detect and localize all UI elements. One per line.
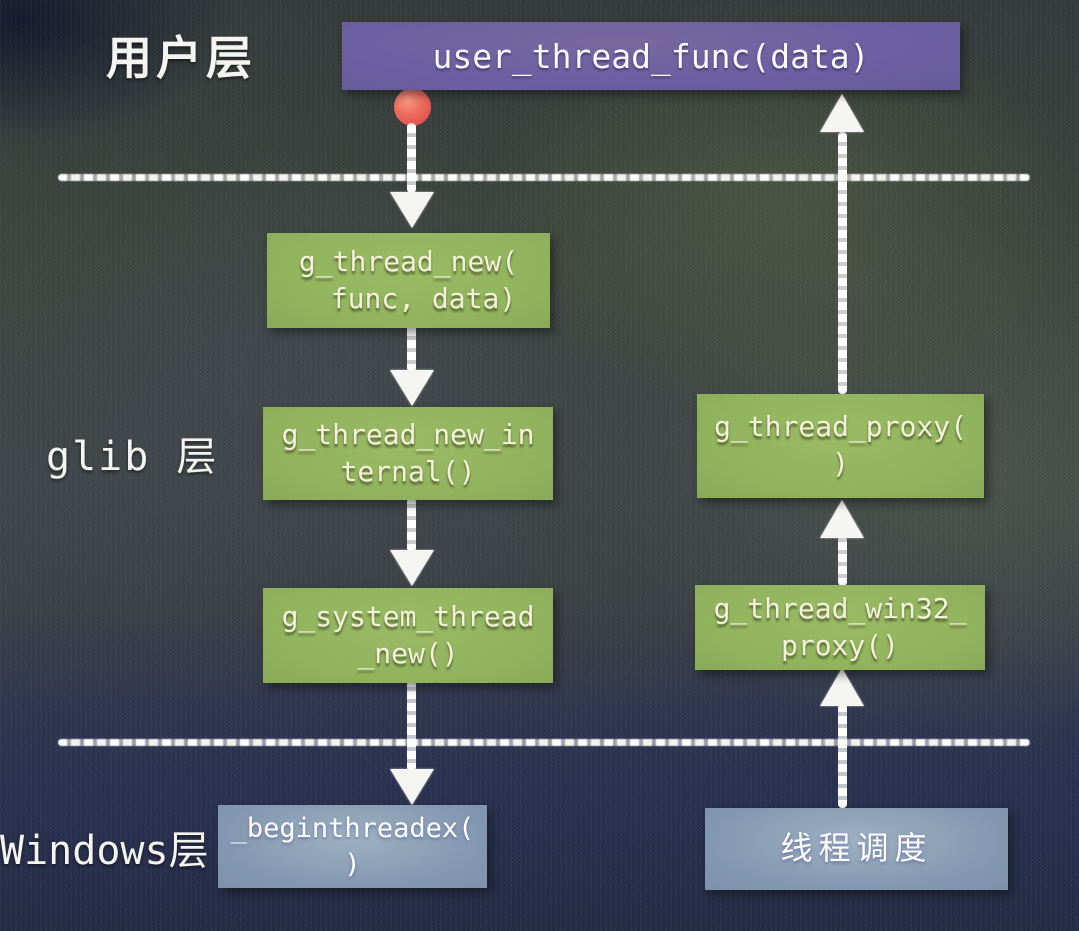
node-text: func, data) (330, 281, 517, 315)
node-beginthreadex: _beginthreadex( ) (218, 805, 487, 888)
arrow-up-2-shaft (838, 536, 847, 586)
arrow-down-1-icon (390, 192, 434, 228)
divider-glib-windows (58, 739, 1030, 746)
node-text: 线程调度 (780, 829, 933, 868)
node-g-system-thread-new: g_system_thread _new() (263, 588, 553, 683)
node-text: user_thread_func(data) (432, 36, 870, 76)
arrow-down-3-shaft (407, 498, 416, 552)
arrow-down-3-icon (390, 550, 434, 586)
arrow-up-3-icon (820, 668, 864, 706)
arrow-down-4-icon (390, 769, 434, 805)
layer-label-user: 用户层 (106, 31, 256, 85)
node-text: _beginthreadex( (230, 813, 475, 845)
node-g-thread-new: g_thread_new( func, data) (267, 233, 550, 328)
node-text: g_system_thread (281, 599, 535, 633)
node-text: ternal() (340, 454, 476, 488)
node-text: ) (832, 447, 849, 480)
arrow-up-3-shaft (838, 704, 847, 808)
node-text: g_thread_new( (298, 244, 519, 278)
call-origin-dot (394, 88, 431, 126)
node-text: g_thread_win32_ (713, 591, 967, 625)
layer-label-windows: Windows层 (0, 828, 209, 874)
arrow-down-2-icon (390, 370, 434, 406)
arrow-up-1-icon (820, 94, 864, 132)
node-text: _new() (357, 636, 459, 670)
divider-user-glib (58, 174, 1030, 181)
node-g-thread-win32-proxy: g_thread_win32_ proxy() (695, 585, 985, 670)
arrow-down-4-shaft (407, 681, 416, 771)
arrow-down-2-shaft (407, 324, 416, 372)
node-text: g_thread_proxy( (714, 410, 967, 444)
node-text: g_thread_new_in (281, 417, 535, 451)
node-thread-schedule: 线程调度 (705, 808, 1008, 890)
arrow-up-1-shaft (838, 132, 847, 394)
arrow-down-1-shaft (407, 123, 416, 193)
node-text: ) (344, 848, 361, 880)
node-user-thread-func: user_thread_func(data) (342, 22, 960, 90)
node-text: proxy() (780, 628, 899, 662)
arrow-up-2-icon (820, 500, 864, 538)
node-g-thread-new-internal: g_thread_new_in ternal() (263, 407, 553, 500)
layer-label-glib: glib 层 (46, 434, 219, 480)
node-g-thread-proxy: g_thread_proxy( ) (697, 394, 984, 498)
